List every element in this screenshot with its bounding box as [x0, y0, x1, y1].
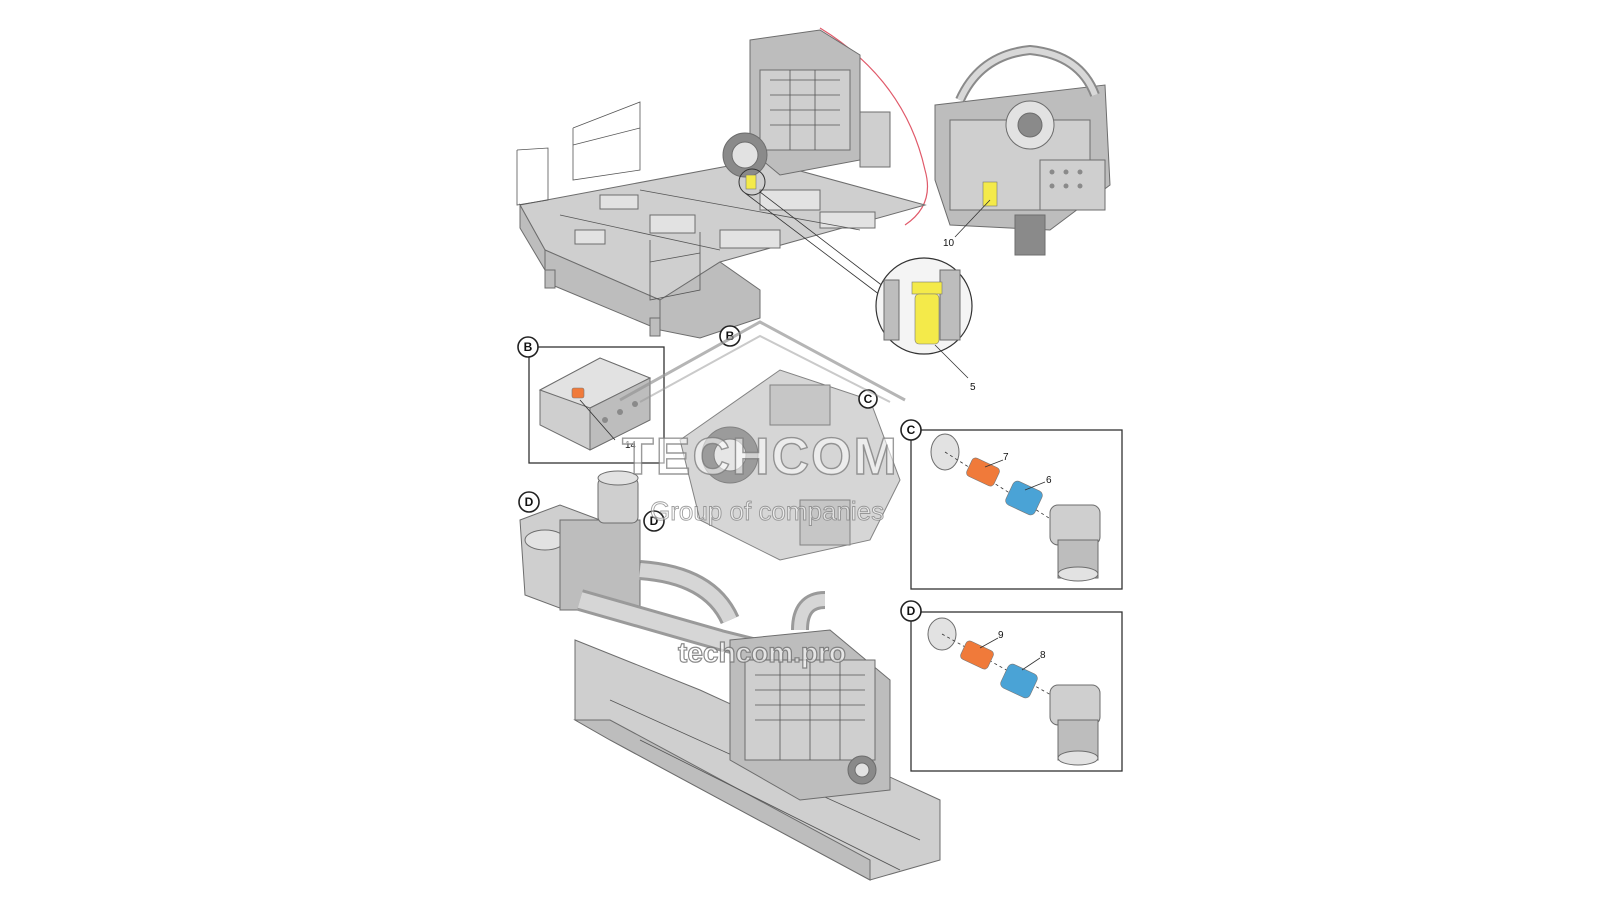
callout-b-main-letter: B [726, 329, 735, 343]
part-number-14: 14 [625, 440, 637, 451]
callout-b-box-letter: B [524, 340, 533, 354]
part-number-9: 9 [998, 630, 1004, 641]
callout-c-small: C [858, 389, 878, 409]
part-number-8: 8 [1040, 650, 1046, 661]
callout-c-box-letter: C [907, 423, 916, 437]
techcom-watermark: TECHCOM Group of companies techcom.pro [619, 320, 906, 669]
part-number-7: 7 [1003, 452, 1009, 463]
detail-box-d [910, 611, 1123, 772]
watermark-url: techcom.pro [678, 637, 846, 668]
pump-assembly [934, 44, 1111, 256]
callout-d-mid: D [643, 510, 665, 532]
callout-c-small-letter: C [864, 392, 873, 406]
detail-box-b [528, 346, 665, 464]
watermark-tagline: Group of companies [650, 496, 884, 526]
part-number-6: 6 [1046, 475, 1052, 486]
callout-d-box: D [900, 600, 922, 622]
callout-d-box-letter: D [907, 604, 916, 618]
center-engine-housing [679, 369, 901, 561]
callout-d-mid-letter: D [650, 514, 659, 528]
callout-d-left-letter: D [525, 495, 534, 509]
detail-box-c [910, 429, 1123, 590]
engine-frame-assembly [519, 470, 941, 881]
fuel-filter-zoom [875, 257, 973, 379]
callout-b-box: B [517, 336, 539, 358]
callout-c-box: C [900, 419, 922, 441]
callout-d-left: D [518, 491, 540, 513]
machine-deck-assembly [516, 27, 929, 339]
part-number-10: 10 [943, 238, 955, 249]
watermark-brand: TECHCOM [622, 428, 899, 486]
part-number-5: 5 [970, 382, 976, 393]
